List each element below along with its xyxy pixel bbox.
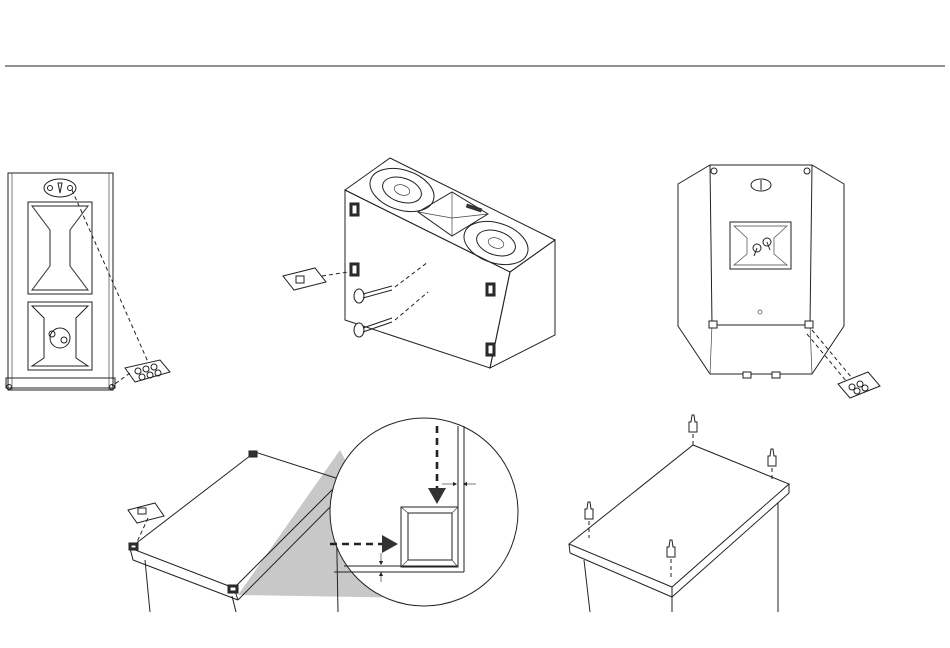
figure-cabinet-spikes [569,415,789,612]
figure-cabinet-pad-detail [128,418,518,612]
spike-icon [689,415,697,448]
peg-icon [354,292,428,337]
peg-icon [354,262,428,303]
spike-icon [585,502,593,538]
figure-tower-front [6,173,170,390]
figure-surround-back [678,165,880,398]
spike-icon [768,449,776,482]
figure-center-channel [283,158,555,368]
bumper-pad-sheet-icon [838,372,880,398]
spike-icon [667,540,675,578]
